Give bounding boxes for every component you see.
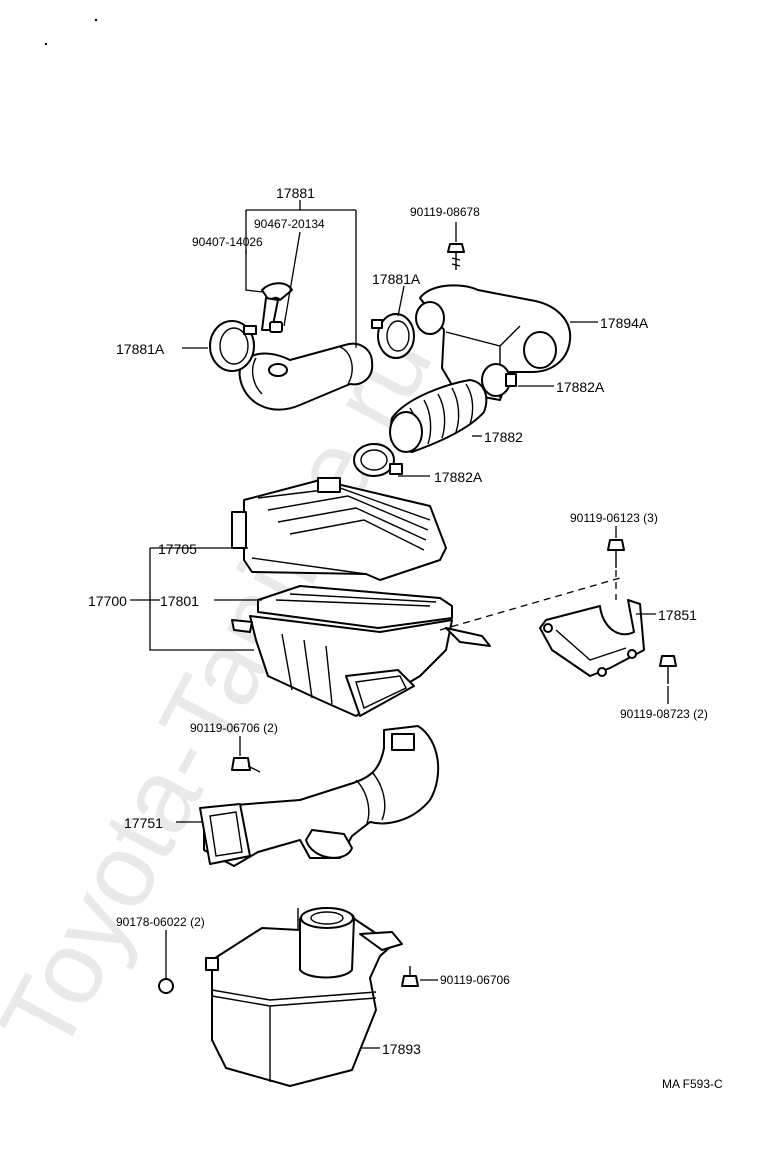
label-17851: 17851 bbox=[658, 607, 697, 623]
label-90119-06123: 90119-06123 (3) bbox=[570, 511, 658, 525]
bolt-90178-06022 bbox=[158, 978, 174, 994]
resonator-17893 bbox=[205, 907, 403, 1087]
label-90119-06706: 90119-06706 bbox=[440, 973, 510, 987]
bellows-hose-17882 bbox=[389, 379, 488, 453]
label-17881A-left: 17881A bbox=[116, 341, 165, 357]
label-17894A: 17894A bbox=[600, 315, 649, 331]
bolt-90119-08678 bbox=[447, 243, 465, 270]
label-90178-06022: 90178-06022 (2) bbox=[116, 915, 205, 929]
bolt-90119-06123 bbox=[607, 539, 625, 568]
label-90467-20134: 90467-20134 bbox=[254, 217, 325, 231]
label-90407-14026: 90407-14026 bbox=[192, 235, 263, 249]
label-17705: 17705 bbox=[158, 541, 197, 557]
bracket-alignment-line bbox=[439, 577, 621, 631]
scan-speck bbox=[94, 18, 98, 22]
clamp-17882A-bottom bbox=[353, 443, 403, 477]
hose-17881 bbox=[238, 282, 374, 411]
case-17700 bbox=[231, 615, 491, 717]
clip-90467 bbox=[269, 321, 283, 333]
label-90119-06706-2: 90119-06706 (2) bbox=[190, 721, 278, 735]
label-17882A-top: 17882A bbox=[556, 379, 605, 395]
label-90119-08723: 90119-08723 (2) bbox=[620, 707, 708, 721]
scan-speck bbox=[44, 42, 48, 46]
label-17893: 17893 bbox=[382, 1041, 421, 1057]
figure-code: MA F593-C bbox=[662, 1077, 723, 1091]
bolt-90119-06706 bbox=[401, 966, 419, 987]
clamp-17881A-right bbox=[371, 313, 415, 359]
clamp-17881A-left bbox=[209, 320, 257, 372]
bolt-90119-06706-2 bbox=[231, 757, 261, 773]
label-17881: 17881 bbox=[276, 185, 315, 201]
duct-17751 bbox=[199, 725, 440, 867]
label-17882: 17882 bbox=[484, 429, 523, 445]
bolt-90119-08723 bbox=[659, 655, 677, 684]
label-17801: 17801 bbox=[160, 593, 199, 609]
cap-17705 bbox=[231, 477, 447, 581]
element-17801 bbox=[257, 585, 453, 629]
label-17700: 17700 bbox=[88, 593, 127, 609]
label-17881A-right: 17881A bbox=[372, 271, 421, 287]
leader-lines bbox=[130, 200, 669, 1049]
label-17751: 17751 bbox=[124, 815, 163, 831]
label-17882A-bottom: 17882A bbox=[434, 469, 483, 485]
bracket-17851 bbox=[539, 599, 645, 677]
resonator-17894A bbox=[415, 284, 572, 401]
label-90119-08678: 90119-08678 bbox=[410, 205, 480, 219]
